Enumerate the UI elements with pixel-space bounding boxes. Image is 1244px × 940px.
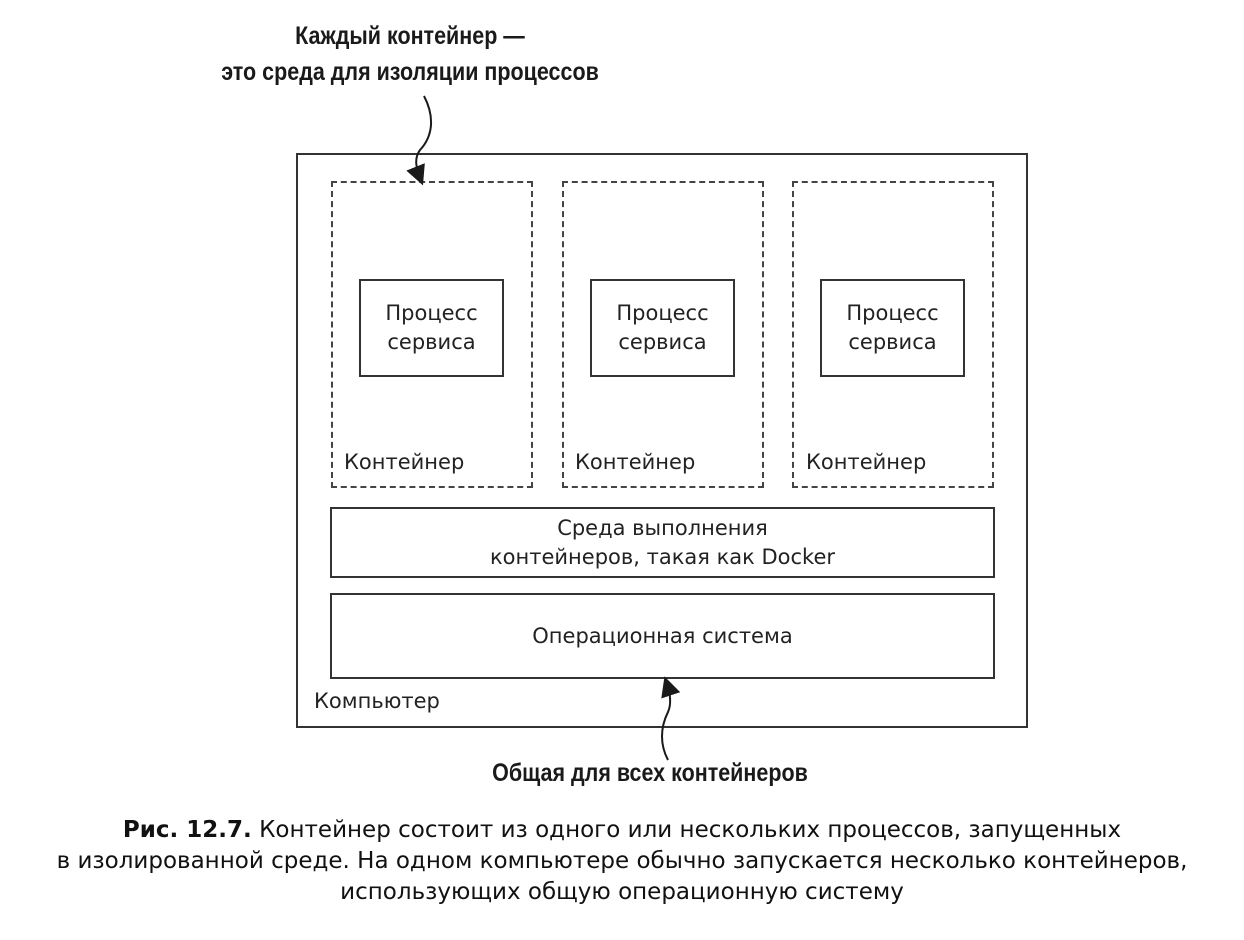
figure-number: Рис. 12.7.: [122, 817, 252, 843]
isolation-callout-line1: Каждый контейнер —: [295, 22, 525, 50]
service-process-3-line2: сервиса: [848, 330, 937, 354]
figure-caption: Рис. 12.7. Контейнер состоит из одного и…: [0, 815, 1244, 908]
figure-caption-line3: использующих общую операционную систему: [340, 879, 904, 905]
isolation-callout-line2: это среда для изоляции процессов: [221, 58, 599, 86]
service-process-3-line1: Процесс: [846, 301, 939, 325]
figure-caption-line1: Рис. 12.7. Контейнер состоит из одного и…: [0, 815, 1244, 846]
isolation-callout-arrow: [406, 95, 432, 186]
isolation-callout: Каждый контейнер — это среда для изоляци…: [195, 18, 625, 90]
operating-system-label: Операционная система: [532, 623, 793, 648]
container-runtime-layer: Среда выполнения контейнеров, такая как …: [330, 507, 995, 578]
container-runtime-line1: Среда выполнения: [557, 515, 768, 540]
container-3: [792, 181, 994, 488]
figure-caption-text1: Контейнер состоит из одного или нескольк…: [259, 817, 1122, 843]
computer-label: Компьютер: [314, 689, 440, 713]
shared-os-callout-arrow: [661, 676, 681, 761]
container-3-label: Контейнер: [806, 450, 927, 474]
container-1-label: Контейнер: [344, 450, 465, 474]
service-process-1-line1: Процесс: [385, 301, 478, 325]
figure-caption-line2: в изолированной среде. На одном компьюте…: [56, 848, 1188, 874]
shared-os-callout: Общая для всех контейнеров: [492, 759, 808, 787]
container-1: [331, 181, 533, 488]
container-2: [562, 181, 764, 488]
container-2-label: Контейнер: [575, 450, 696, 474]
service-process-2: Процесс сервиса: [590, 279, 735, 377]
service-process-3: Процесс сервиса: [820, 279, 965, 377]
service-process-1-line2: сервиса: [387, 330, 476, 354]
service-process-1: Процесс сервиса: [359, 279, 504, 377]
container-runtime-line2: контейнеров, такая как Docker: [489, 544, 836, 569]
service-process-2-line2: сервиса: [618, 330, 707, 354]
service-process-2-line1: Процесс: [616, 301, 709, 325]
